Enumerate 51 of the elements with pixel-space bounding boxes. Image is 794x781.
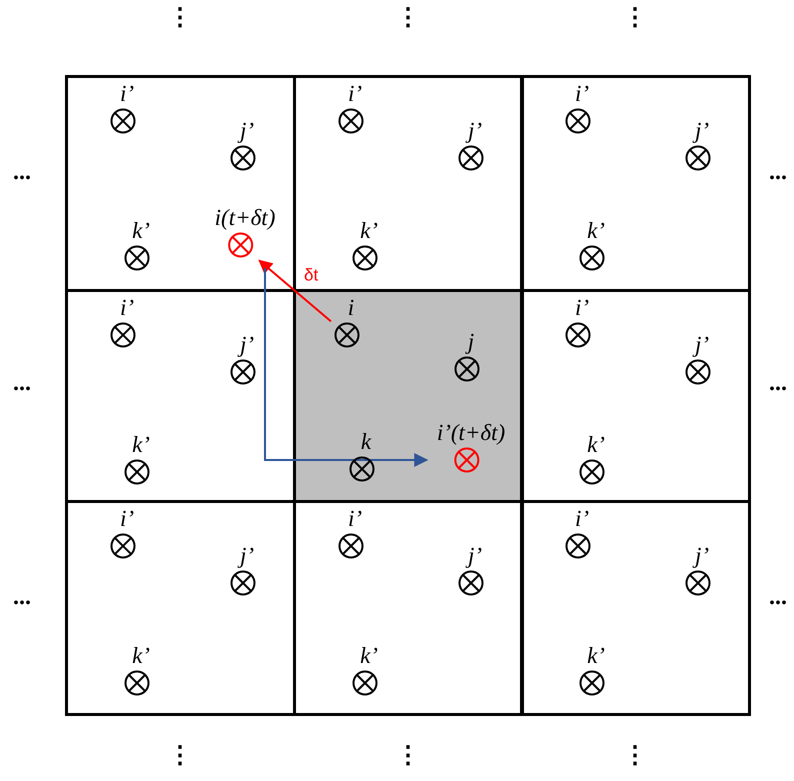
particle-label: i’ [120,296,134,319]
ellipsis-mark: ... [13,160,31,184]
particle-label: k’ [587,219,605,242]
particle-label: k’ [587,433,605,456]
particle-label: j [468,330,474,353]
ellipsis-mark: ⋮ [396,744,420,768]
particle-label: k’ [132,433,150,456]
particle-label: j’ [694,544,710,567]
cell [520,75,751,292]
ellipsis-mark: ... [13,585,31,609]
ellipsis-mark: ⋮ [396,6,420,30]
particle-label: k [360,430,372,453]
cell [293,500,524,716]
ellipsis-mark: ⋮ [623,744,647,768]
shaded-cell [293,289,524,503]
ellipsis-mark: ... [769,371,787,395]
ellipsis-mark: ... [13,371,31,395]
particle-label: i’ [348,82,362,105]
ellipsis-mark: ⋮ [168,744,192,768]
ellipsis-mark: ⋮ [623,6,647,30]
particle-label: k’ [132,644,150,667]
ellipsis-mark: ⋮ [168,6,192,30]
particle-label: i’ [574,507,590,530]
particle-label: j’ [468,119,482,142]
particle-label: k’ [587,644,605,667]
particle-label: i [348,296,354,319]
cell [65,75,296,292]
particle-label: j’ [694,119,710,142]
cell [520,289,751,503]
edge-label: δt [303,266,320,284]
particle-label: k’ [360,219,378,242]
particle-label: j’ [240,119,254,142]
ellipsis-mark: ... [769,160,787,184]
arrow [258,260,332,322]
particle-label: j’ [240,544,254,567]
particle-label: j’ [468,544,482,567]
particle-label: j’ [694,333,710,356]
particle-label: i’ [120,507,134,530]
particle-label: j’ [240,333,254,356]
ellipsis-mark: ... [769,585,787,609]
particle-label: i’ [348,507,362,530]
particle-label: i’ [574,82,590,105]
cell [65,500,296,716]
particle-label: i(t+δt) [214,206,276,229]
particle-label: i’ [574,296,590,319]
particle-label: k’ [360,644,378,667]
particle-label: i’(t+δt) [436,421,506,444]
cell [520,500,751,716]
arrow [264,268,428,467]
particle-label: k’ [132,219,150,242]
particle-label: i’ [120,82,134,105]
